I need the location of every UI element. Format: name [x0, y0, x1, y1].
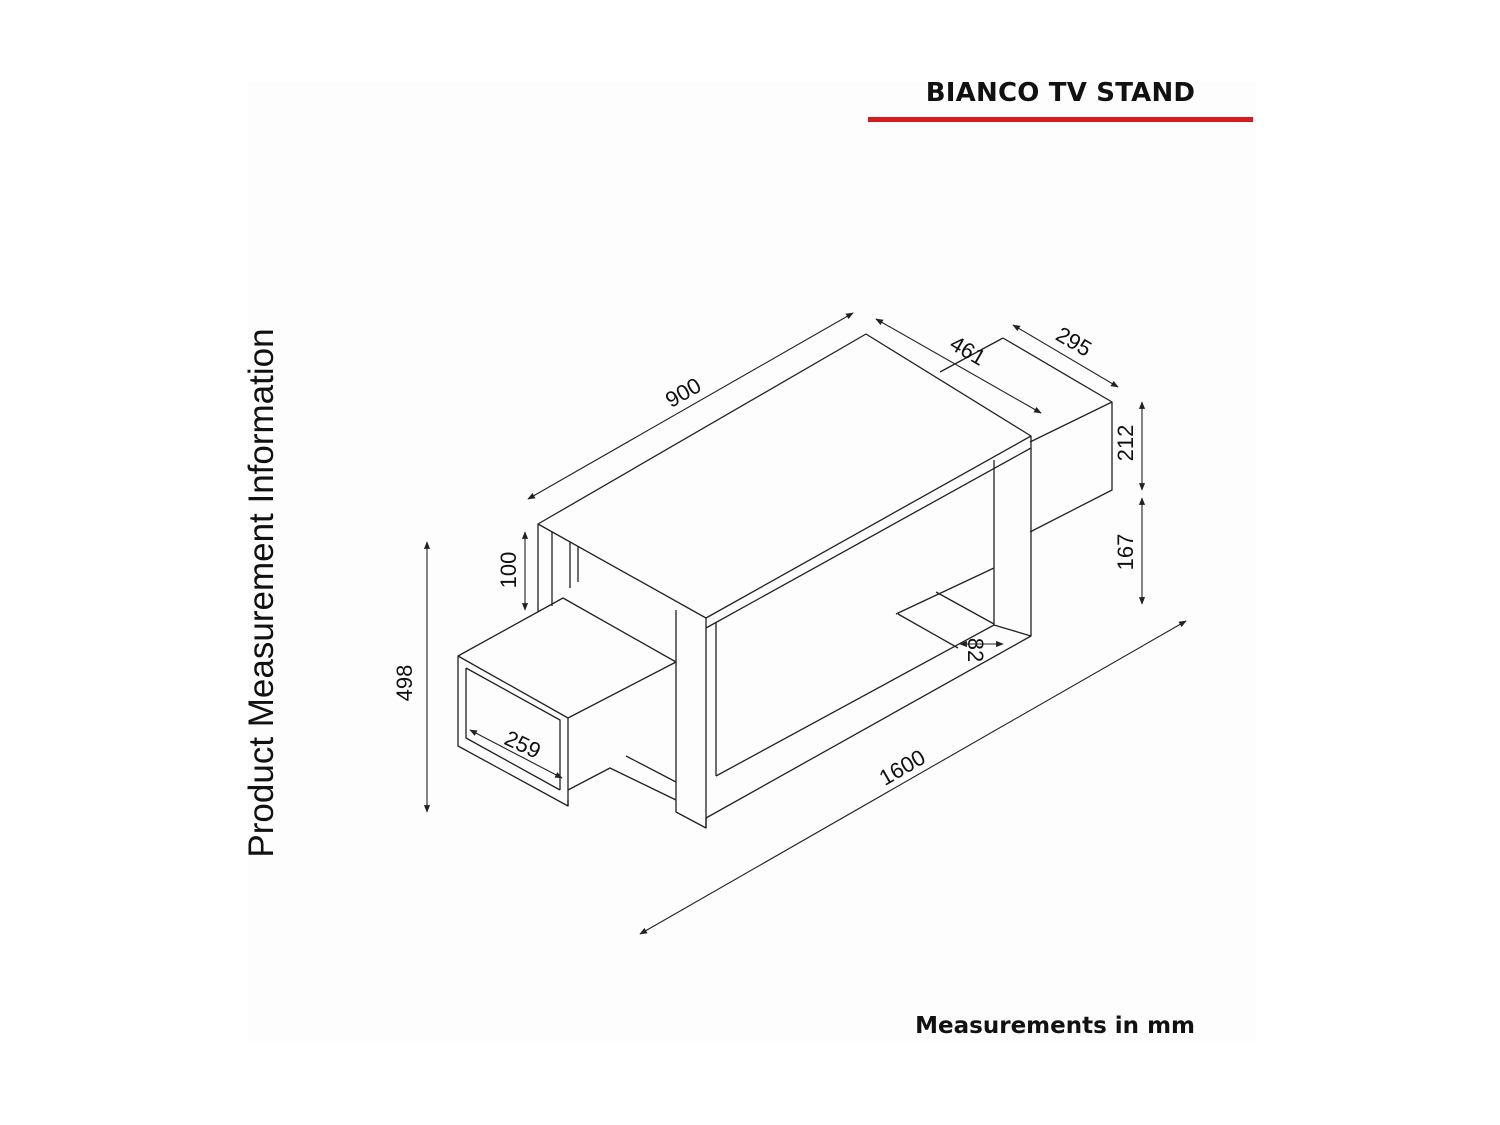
- dim-line-461: [875, 318, 1042, 414]
- main-left-leg: [675, 610, 717, 829]
- dim-label-498: 498: [392, 665, 417, 702]
- dimension-lines: [423, 312, 1187, 935]
- product-title: BIANCO TV STAND: [925, 78, 1196, 108]
- dim-label-100: 100: [496, 552, 521, 589]
- title-underline: [868, 117, 1253, 122]
- dim-label-461: 461: [946, 331, 990, 371]
- dim-label-212: 212: [1113, 425, 1138, 462]
- dim-label-295: 295: [1052, 322, 1096, 362]
- dim-label-259: 259: [501, 725, 545, 763]
- dim-line-900: [527, 312, 854, 500]
- furniture-outline: [457, 333, 1113, 829]
- dim-label-82: 82: [963, 638, 988, 662]
- dim-label-167: 167: [1113, 534, 1138, 571]
- main-right-leg: [705, 448, 1032, 819]
- left-back-leg: [537, 524, 579, 612]
- measurement-unit-note: Measurements in mm: [915, 1013, 1195, 1039]
- dim-line-295: [1012, 324, 1119, 388]
- dim-line-1600: [639, 620, 1187, 935]
- front-box: [457, 597, 677, 807]
- main-top: [537, 333, 1032, 629]
- dim-label-900: 900: [661, 373, 705, 413]
- right-box: [939, 337, 1113, 533]
- dim-line-259: [469, 729, 563, 779]
